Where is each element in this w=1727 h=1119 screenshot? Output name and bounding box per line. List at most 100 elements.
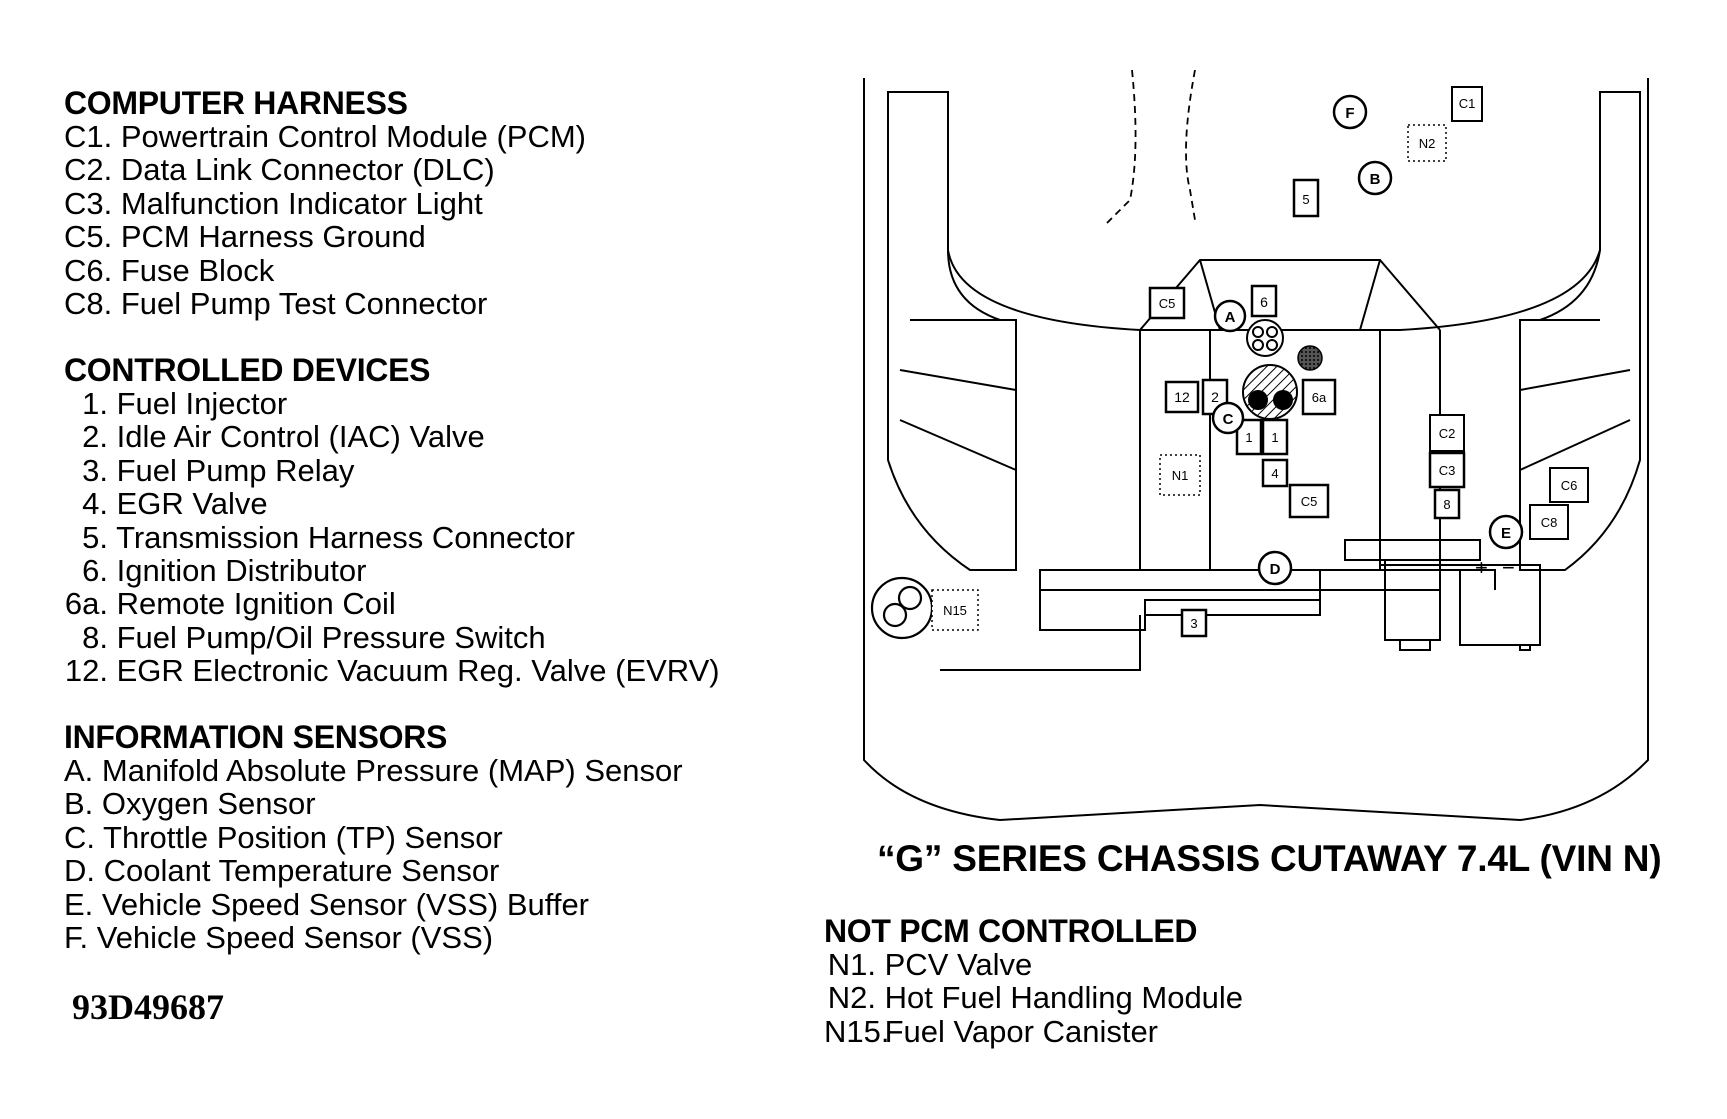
list-item: C3. Malfunction Indicator Light [64, 185, 483, 221]
list-item: C6. Fuse Block [64, 252, 275, 288]
item-label: Hot Fuel Handling Module [884, 980, 1244, 1016]
item-label: Fuel Vapor Canister [884, 1013, 1159, 1049]
figure-id: 93D49687 [72, 987, 224, 1027]
svg-text:C2: C2 [1439, 426, 1456, 441]
not-pcm-controlled-list: N1. PCV Valve N2. Hot Fuel Handling Modu… [824, 947, 1244, 1049]
component-c6: C6 [1549, 467, 1589, 503]
list-item: 4. EGR Valve [64, 486, 720, 522]
component-c8: C8 [1529, 504, 1569, 540]
svg-text:6a: 6a [1312, 390, 1327, 405]
component-6: 6 [1250, 284, 1278, 318]
not-pcm-controlled-heading: NOT PCM CONTROLLED [824, 913, 1198, 949]
item-code: 12. [64, 653, 108, 689]
item-code: 5. [82, 519, 108, 555]
component-3: 3 [1180, 608, 1208, 638]
controlled-devices-section: CONTROLLED DEVICES 1. Fuel Injector 2. I… [64, 353, 720, 688]
body-outline [863, 78, 1649, 822]
component-c5-bottom: C5 [1288, 483, 1330, 519]
chassis-cutaway-diagram: + − C1 N2 5 C5 6 12 2 6a 1 1 N1 4 C5 C2 … [863, 70, 1649, 822]
svg-text:F: F [1345, 105, 1354, 122]
svg-text:3: 3 [1190, 616, 1197, 631]
svg-text:C8: C8 [1541, 515, 1558, 530]
list-item: C5. PCM Harness Ground [64, 219, 426, 255]
list-item: 6a. Remote Ignition Coil [64, 586, 720, 622]
list-item: C8. Fuel Pump Test Connector [64, 286, 488, 322]
fuel-vapor-canister [870, 576, 934, 640]
component-n2: N2 [1407, 124, 1447, 162]
svg-text:D: D [1270, 561, 1281, 578]
svg-text:E: E [1501, 525, 1511, 542]
svg-text:N1: N1 [1172, 468, 1189, 483]
svg-text:C6: C6 [1561, 478, 1578, 493]
information-sensors-list: A. Manifold Absolute Pressure (MAP) Sens… [64, 753, 683, 955]
sensor-a: A [1213, 299, 1247, 333]
remote-ignition-coil-body [1297, 345, 1323, 371]
sensor-f: F [1332, 94, 1368, 130]
item-label: Transmission Harness Connector [116, 519, 575, 555]
list-item: N1. PCV Valve [824, 947, 1243, 982]
sensor-c: C [1211, 401, 1245, 435]
component-c1: C1 [1451, 86, 1483, 122]
item-code: 3. [82, 452, 108, 488]
item-label: EGR Valve [116, 486, 268, 522]
item-label: Fuel Pump/Oil Pressure Switch [116, 619, 546, 655]
component-1-right: 1 [1261, 418, 1289, 456]
list-item: 5. Transmission Harness Connector [64, 519, 720, 555]
right-wheel-well [1519, 91, 1641, 571]
sensor-b: B [1357, 160, 1393, 196]
component-12: 12 [1164, 380, 1200, 414]
svg-text:12: 12 [1174, 389, 1190, 405]
battery-minus: − [1502, 555, 1515, 580]
component-6a: 6a [1301, 378, 1337, 416]
svg-text:5: 5 [1302, 192, 1309, 207]
component-c2: C2 [1429, 414, 1465, 452]
svg-text:1: 1 [1245, 430, 1252, 445]
item-code: N15. [824, 1013, 890, 1049]
list-item: N15. Fuel Vapor Canister [824, 1013, 1243, 1049]
item-code: N1. [827, 947, 876, 982]
list-item: C1. Powertrain Control Module (PCM) [64, 119, 587, 154]
computer-harness-section: COMPUTER HARNESS C1. Powertrain Control … [64, 86, 586, 320]
svg-text:1: 1 [1271, 430, 1278, 445]
item-label: Fuel Injector [116, 386, 288, 421]
dashed-wire-left [1104, 70, 1137, 226]
svg-text:C5: C5 [1159, 296, 1176, 311]
list-item: 8. Fuel Pump/Oil Pressure Switch [64, 619, 720, 655]
svg-text:2: 2 [1211, 389, 1219, 405]
item-code: 8. [82, 619, 108, 655]
svg-text:8: 8 [1443, 497, 1450, 512]
controlled-devices-heading: CONTROLLED DEVICES [64, 352, 431, 388]
item-code: 2. [82, 419, 108, 455]
list-item: 6. Ignition Distributor [64, 554, 720, 588]
svg-text:6: 6 [1260, 294, 1268, 310]
information-sensors-heading: INFORMATION SENSORS [64, 719, 448, 755]
list-item: E. Vehicle Speed Sensor (VSS) Buffer [64, 886, 590, 922]
component-n1: N1 [1159, 454, 1201, 496]
svg-text:N15: N15 [943, 603, 967, 618]
computer-harness-heading: COMPUTER HARNESS [64, 85, 408, 121]
list-item: B. Oxygen Sensor [64, 786, 316, 822]
item-label: EGR Electronic Vacuum Reg. Valve (EVRV) [116, 653, 720, 689]
list-item: 1. Fuel Injector [64, 386, 720, 421]
component-c5-top: C5 [1148, 286, 1186, 320]
list-item: A. Manifold Absolute Pressure (MAP) Sens… [64, 753, 683, 788]
item-label: PCV Valve [884, 947, 1033, 982]
list-item: 3. Fuel Pump Relay [64, 452, 720, 488]
list-item: N2. Hot Fuel Handling Module [824, 980, 1244, 1016]
component-8: 8 [1433, 488, 1461, 520]
item-code: N2. [827, 980, 876, 1016]
svg-text:C5: C5 [1301, 494, 1318, 509]
svg-text:C3: C3 [1439, 463, 1456, 478]
left-wheel-well [887, 91, 1017, 571]
list-item: C2. Data Link Connector (DLC) [64, 152, 495, 188]
list-item: 2. Idle Air Control (IAC) Valve [64, 419, 720, 455]
item-code: 6a. [64, 586, 108, 622]
item-code: 1. [82, 386, 108, 421]
item-label: Idle Air Control (IAC) Valve [116, 419, 485, 455]
list-item: 12. EGR Electronic Vacuum Reg. Valve (EV… [64, 653, 720, 689]
list-item: D. Coolant Temperature Sensor [64, 853, 500, 889]
sensor-d: D [1257, 550, 1293, 586]
svg-text:A: A [1225, 309, 1236, 326]
svg-text:B: B [1370, 171, 1381, 188]
svg-text:C1: C1 [1459, 96, 1476, 111]
